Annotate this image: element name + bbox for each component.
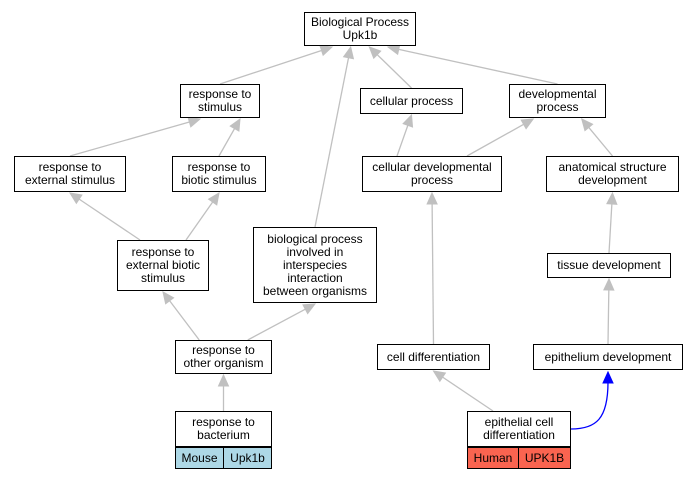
arrowhead <box>302 303 317 315</box>
arrowhead <box>162 291 175 305</box>
edge <box>69 121 190 157</box>
node-response-to-stimulus[interactable]: response to stimulus <box>180 84 260 118</box>
node-epithelium-development[interactable]: epithelium development <box>533 344 683 370</box>
arrowhead <box>603 277 615 291</box>
edge <box>431 203 435 345</box>
node-cellular-process[interactable]: cellular process <box>360 88 463 114</box>
mouse-species-tag[interactable]: Mouse <box>175 447 224 469</box>
node-response-to-external-stimulus[interactable]: response to external stimulus <box>14 156 126 192</box>
arrowhead <box>319 45 334 57</box>
mouse-gene-tags: Mouse Upk1b <box>175 447 272 469</box>
mouse-gene-tag[interactable]: Upk1b <box>224 447 272 469</box>
edge <box>608 203 613 254</box>
edge <box>607 289 610 345</box>
arrowhead <box>580 118 594 132</box>
edge <box>247 308 306 341</box>
node-response-to-other-organism[interactable]: response to other organism <box>175 340 272 374</box>
arrowhead <box>602 370 614 384</box>
human-gene-tags: Human UPK1B <box>467 447 571 469</box>
edge <box>218 128 236 157</box>
edge <box>314 57 350 228</box>
arrowhead <box>342 45 355 60</box>
node-response-to-biotic-stimulus[interactable]: response to biotic stimulus <box>172 156 266 192</box>
node-response-to-bacterium[interactable]: response to bacterium <box>175 411 272 447</box>
arrowhead <box>229 117 241 132</box>
human-gene-tag[interactable]: UPK1B <box>519 447 571 469</box>
highlight-edge <box>570 381 609 430</box>
arrowhead <box>68 192 83 205</box>
arrowhead <box>207 192 220 206</box>
arrowhead <box>217 373 230 387</box>
node-cell-differentiation[interactable]: cell differentiation <box>377 344 490 370</box>
edge <box>169 300 200 341</box>
node-tissue-development[interactable]: tissue development <box>547 253 671 278</box>
edge <box>466 123 524 157</box>
node-cellular-developmental-process[interactable]: cellular developmental process <box>362 156 502 192</box>
edge <box>78 198 141 241</box>
human-species-tag[interactable]: Human <box>467 447 519 469</box>
arrowhead <box>432 370 447 383</box>
node-biological-process[interactable]: Biological Process Upk1b <box>304 12 416 46</box>
node-epithelial-cell-differentiation[interactable]: epithelial cell differentiation <box>467 411 571 447</box>
arrowhead <box>426 191 438 205</box>
arrowhead <box>520 118 535 130</box>
node-developmental-process[interactable]: developmental process <box>509 84 606 118</box>
node-anatomical-structure-development[interactable]: anatomical structure development <box>546 156 679 192</box>
arrowhead <box>368 46 382 60</box>
edge <box>588 127 613 157</box>
edge <box>396 125 409 157</box>
node-interspecies-interaction[interactable]: biological process involved in interspec… <box>253 227 377 303</box>
arrowhead <box>606 191 618 205</box>
arrowhead <box>187 116 202 128</box>
arrowhead <box>402 113 414 128</box>
edge <box>219 49 322 85</box>
edge <box>376 54 412 89</box>
edge <box>442 376 494 412</box>
edge <box>398 48 558 85</box>
node-response-to-external-biotic-stimulus[interactable]: response to external biotic stimulus <box>117 240 209 291</box>
edge <box>185 201 214 241</box>
